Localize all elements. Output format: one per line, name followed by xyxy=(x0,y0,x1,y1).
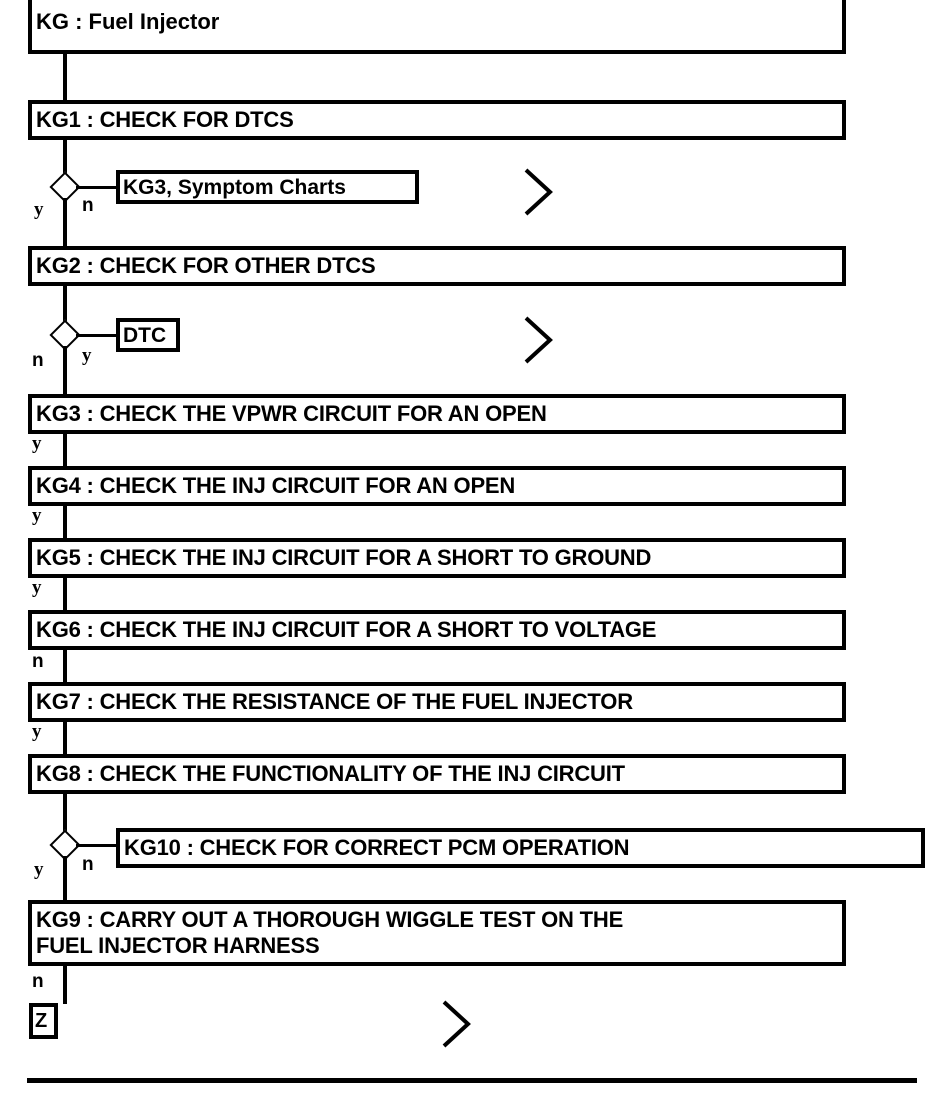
reference-box-dtc[interactable]: DTC xyxy=(116,318,180,352)
step-label-kg4: KG4 : CHECK THE INJ CIRCUIT FOR AN OPEN xyxy=(36,473,516,498)
connector-kg8-to-decision3 xyxy=(63,792,67,834)
step-label-kg2: KG2 : CHECK FOR OTHER DTCS xyxy=(36,253,376,278)
connector-decision2-to-dtc xyxy=(76,334,118,337)
offpage-connector-chevron-3[interactable] xyxy=(440,998,474,1050)
step-box-kg3[interactable]: KG3 : CHECK THE VPWR CIRCUIT FOR AN OPEN xyxy=(28,394,846,434)
connector-kg6-to-kg7 xyxy=(63,648,67,684)
branch-label-kg7-yes: y xyxy=(32,721,42,742)
step-box-kg7[interactable]: KG7 : CHECK THE RESISTANCE OF THE FUEL I… xyxy=(28,682,846,722)
branch-label-decision1-yes: y xyxy=(34,199,44,220)
connector-decision2-to-kg3 xyxy=(63,346,67,396)
branch-label-decision1-no: n xyxy=(82,195,94,216)
reference-box-symptom-charts[interactable]: KG3, Symptom Charts xyxy=(116,170,419,204)
offpage-connector-chevron-1[interactable] xyxy=(522,166,556,218)
connector-decision3-to-kg9 xyxy=(63,856,67,902)
page-bottom-rule xyxy=(27,1078,917,1083)
connector-kg2-to-decision2 xyxy=(63,284,67,322)
branch-label-kg4-yes: y xyxy=(32,505,42,526)
branch-label-decision3-no: n xyxy=(82,854,94,875)
step-label-kg3: KG3 : CHECK THE VPWR CIRCUIT FOR AN OPEN xyxy=(36,401,547,426)
connector-kg1-to-decision1 xyxy=(63,138,67,176)
reference-label-symptom-charts: KG3, Symptom Charts xyxy=(123,175,346,199)
offpage-connector-chevron-2[interactable] xyxy=(522,314,556,366)
reference-box-z[interactable]: Z xyxy=(29,1003,58,1039)
step-label-kg1: KG1 : CHECK FOR DTCS xyxy=(36,107,294,132)
step-label-kg8: KG8 : CHECK THE FUNCTIONALITY OF THE INJ… xyxy=(36,761,625,786)
connector-decision1-to-kg2 xyxy=(63,198,67,248)
step-box-kg4[interactable]: KG4 : CHECK THE INJ CIRCUIT FOR AN OPEN xyxy=(28,466,846,506)
flowchart-header-label: KG : Fuel Injector xyxy=(36,9,220,34)
step-box-kg1[interactable]: KG1 : CHECK FOR DTCS xyxy=(28,100,846,140)
connector-kg7-to-kg8 xyxy=(63,720,67,756)
step-label-kg6: KG6 : CHECK THE INJ CIRCUIT FOR A SHORT … xyxy=(36,617,657,642)
connector-header-to-kg1 xyxy=(63,54,67,102)
connector-kg9-to-z xyxy=(63,964,67,1004)
step-label-kg9: KG9 : CARRY OUT A THOROUGH WIGGLE TEST O… xyxy=(36,907,624,958)
reference-label-z: Z xyxy=(35,1009,48,1032)
step-box-kg9[interactable]: KG9 : CARRY OUT A THOROUGH WIGGLE TEST O… xyxy=(28,900,846,966)
step-box-kg6[interactable]: KG6 : CHECK THE INJ CIRCUIT FOR A SHORT … xyxy=(28,610,846,650)
connector-kg4-to-kg5 xyxy=(63,504,67,540)
step-label-kg10: KG10 : CHECK FOR CORRECT PCM OPERATION xyxy=(124,835,630,860)
connector-kg5-to-kg6 xyxy=(63,576,67,612)
branch-label-kg9-no: n xyxy=(32,971,44,992)
connector-decision1-to-symptom-charts xyxy=(76,186,118,189)
branch-label-decision2-yes: y xyxy=(82,345,92,366)
step-label-kg5: KG5 : CHECK THE INJ CIRCUIT FOR A SHORT … xyxy=(36,545,652,570)
flowchart-header-box[interactable]: KG : Fuel Injector xyxy=(28,0,846,54)
step-box-kg2[interactable]: KG2 : CHECK FOR OTHER DTCS xyxy=(28,246,846,286)
step-box-kg5[interactable]: KG5 : CHECK THE INJ CIRCUIT FOR A SHORT … xyxy=(28,538,846,578)
branch-label-kg5-yes: y xyxy=(32,577,42,598)
step-box-kg10[interactable]: KG10 : CHECK FOR CORRECT PCM OPERATION xyxy=(116,828,925,868)
branch-label-decision3-yes: y xyxy=(34,859,44,880)
connector-kg3-to-kg4 xyxy=(63,432,67,468)
step-label-kg7: KG7 : CHECK THE RESISTANCE OF THE FUEL I… xyxy=(36,689,633,714)
branch-label-kg3-yes: y xyxy=(32,433,42,454)
reference-label-dtc: DTC xyxy=(123,323,167,347)
connector-decision3-to-kg10 xyxy=(76,844,118,847)
step-box-kg8[interactable]: KG8 : CHECK THE FUNCTIONALITY OF THE INJ… xyxy=(28,754,846,794)
branch-label-kg6-no: n xyxy=(32,651,44,672)
branch-label-decision2-no: n xyxy=(32,350,44,371)
